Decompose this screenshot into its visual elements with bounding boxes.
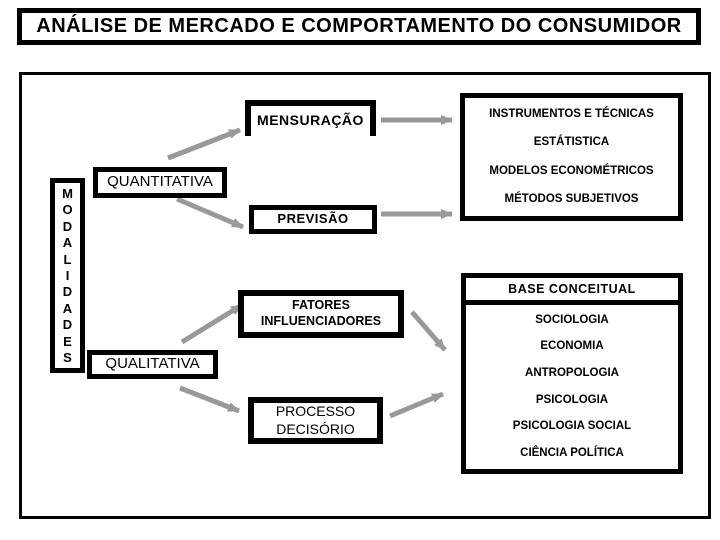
quantitativa-label: QUANTITATIVA bbox=[107, 173, 213, 191]
list-item: MÉTODOS SUBJETIVOS bbox=[504, 193, 639, 205]
list-item: ECONOMIA bbox=[540, 340, 604, 353]
fatores-influenciadores-label: FATORES INFLUENCIADORES bbox=[260, 298, 382, 328]
base-conceitual-panel: BASE CONCEITUAL SOCIOLOGIA ECONOMIA ANTROP… bbox=[461, 273, 683, 474]
list-item: ANTROPOLOGIA bbox=[525, 366, 619, 379]
qualitativa-box: QUALITATIVA bbox=[87, 350, 218, 379]
mensuracao-box: MENSURAÇÃO bbox=[245, 100, 376, 136]
instrumentos-panel: INSTRUMENTOS E TÉCNICAS ESTÁTISTICA MODELO… bbox=[460, 93, 683, 221]
vertical-letter: A bbox=[62, 300, 73, 316]
page-title: ANÁLISE DE MERCADO E COMPORTAMENTO DO CO… bbox=[36, 15, 682, 37]
base-conceitual-header: BASE CONCEITUAL bbox=[466, 278, 678, 305]
previsao-box: PREVISÃO bbox=[249, 205, 377, 234]
vertical-letter: D bbox=[62, 284, 73, 300]
list-item: INSTRUMENTOS E TÉCNICAS bbox=[489, 107, 654, 120]
list-item: ESTÁTISTICA bbox=[533, 136, 610, 148]
list-item: PSICOLOGIA SOCIAL bbox=[512, 420, 632, 433]
base-conceitual-panel-items: SOCIOLOGIA ECONOMIA ANTROPOLOGIA PSICOLOGIA… bbox=[466, 305, 678, 469]
vertical-letter: O bbox=[62, 202, 73, 218]
list-item: CIÊNCIA POLÍTICA bbox=[520, 446, 624, 459]
qualitativa-label: QUALITATIVA bbox=[105, 355, 200, 373]
vertical-letter: A bbox=[62, 235, 73, 251]
vertical-letter: I bbox=[65, 267, 70, 283]
list-item: PSICOLOGIA bbox=[535, 393, 609, 406]
vertical-letter: E bbox=[63, 333, 72, 349]
quantitativa-box: QUANTITATIVA bbox=[93, 167, 227, 198]
list-item: SOCIOLOGIA bbox=[535, 313, 609, 326]
vertical-letter: S bbox=[63, 350, 72, 366]
mensuracao-label: MENSURAÇÃO bbox=[257, 112, 364, 129]
list-item: MODELOS ECONOMÉTRICOS bbox=[489, 164, 654, 177]
vertical-letter: M bbox=[62, 185, 73, 201]
previsao-label: PREVISÃO bbox=[277, 211, 349, 227]
processo-decisorio-label: PROCESSO DECISÓRIO bbox=[275, 403, 356, 437]
vertical-letter: L bbox=[63, 251, 72, 267]
fatores-influenciadores-box: FATORES INFLUENCIADORES bbox=[238, 290, 404, 338]
title-bar: ANÁLISE DE MERCADO E COMPORTAMENTO DO CO… bbox=[17, 8, 701, 45]
vertical-letter: D bbox=[62, 218, 73, 234]
vertical-letter: D bbox=[62, 317, 73, 333]
instrumentos-panel-items: INSTRUMENTOS E TÉCNICAS ESTÁTISTICA MODELO… bbox=[465, 98, 678, 216]
processo-decisorio-box: PROCESSO DECISÓRIO bbox=[248, 397, 383, 444]
